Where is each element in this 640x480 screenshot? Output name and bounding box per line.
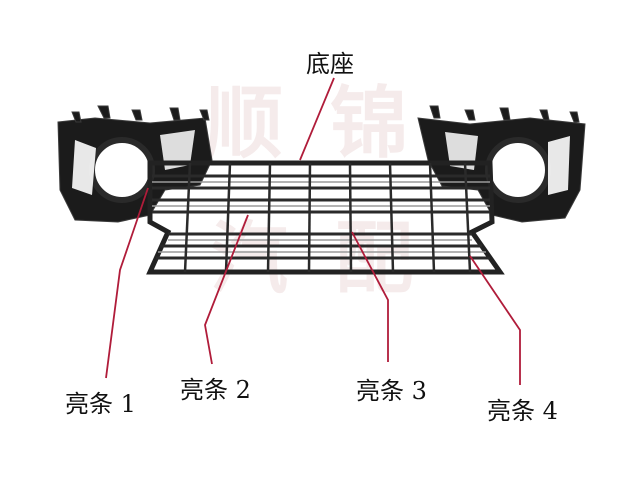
- right-fog-lamp-hole: [485, 137, 551, 203]
- svg-text:顺: 顺: [205, 78, 283, 169]
- svg-text:锦: 锦: [330, 78, 408, 169]
- left-fog-lamp-hole: [89, 137, 155, 203]
- leader-line-base: [299, 77, 335, 161]
- label-base: 底座: [306, 50, 354, 78]
- leader-line-strip1: [105, 187, 149, 379]
- grille-vertical-bars: [183, 162, 472, 273]
- grille-horizontal-bars: [152, 174, 490, 260]
- label-strip-4: 亮条 4: [487, 397, 558, 425]
- leader-line-strip2: [204, 214, 249, 365]
- label-strip-1: 亮条 1: [65, 390, 136, 418]
- chrome-strips: [152, 181, 490, 253]
- leader-line-strip3: [351, 231, 389, 362]
- leader-line-strip4: [469, 255, 521, 385]
- label-strip-3: 亮条 3: [356, 377, 427, 405]
- leader-lines: [105, 77, 521, 385]
- label-strip-2: 亮条 2: [180, 376, 251, 404]
- grille-frame: [146, 160, 505, 275]
